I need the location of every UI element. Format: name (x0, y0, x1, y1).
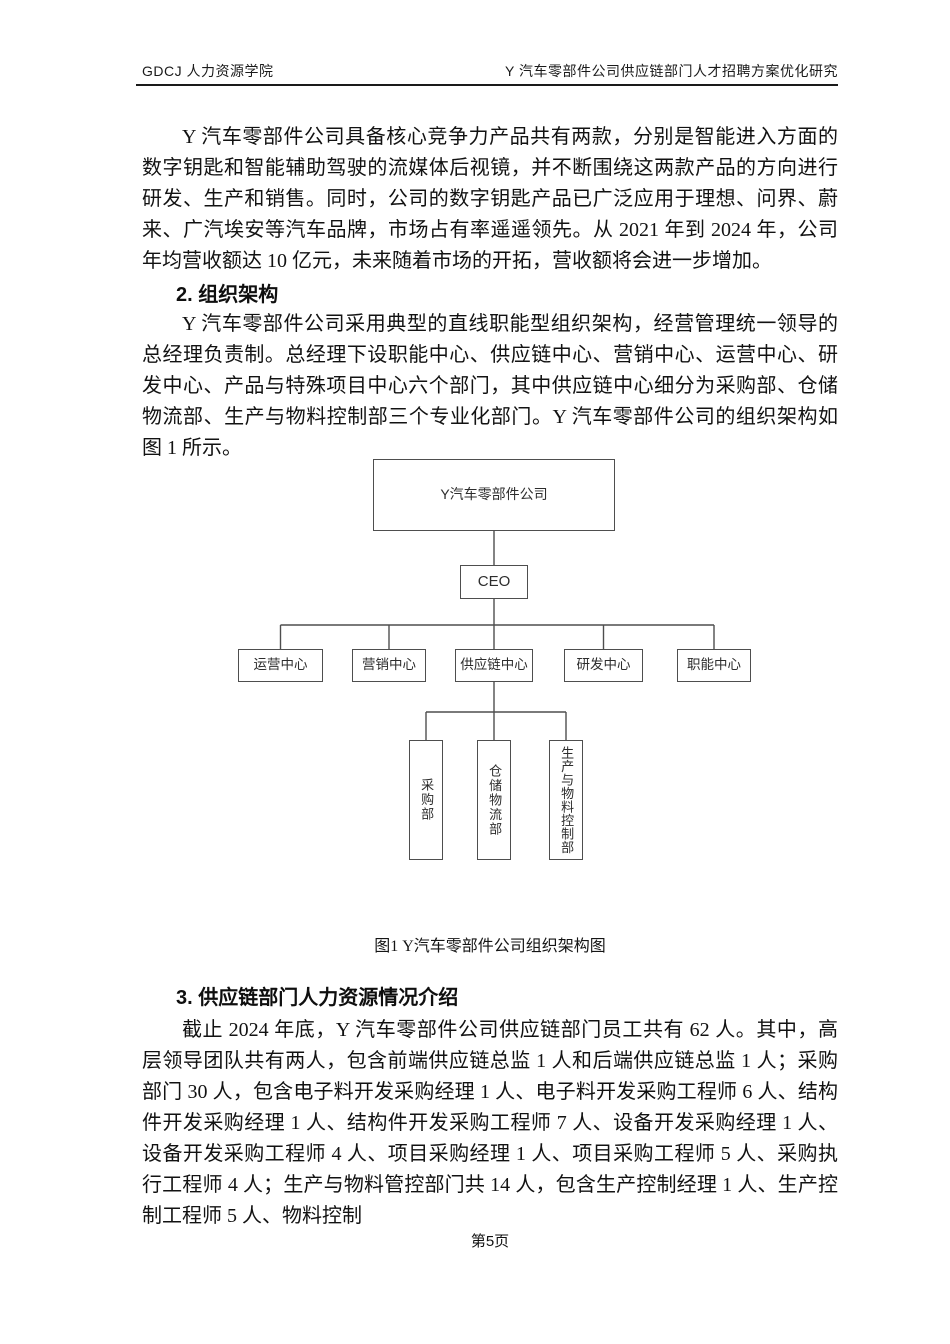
section-3-paragraph: 截止 2024 年底，Y 汽车零部件公司供应链部门员工共有 62 人。其中，高层… (142, 1019, 838, 1227)
page-footer: 第5页 (142, 1230, 838, 1251)
org-node-function-center: 职能中心 (677, 649, 751, 682)
org-node-operations-center: 运营中心 (238, 649, 323, 682)
header-paper-title: Y 汽车零部件公司供应链部门人才招聘方案优化研究 (505, 63, 838, 79)
org-node-warehouse-logistics-dept: 仓储物流部 (477, 740, 511, 860)
section-3-heading: 3. 供应链部门人力资源情况介绍 (176, 987, 459, 1009)
header-rule (136, 84, 838, 86)
intro-paragraph: Y 汽车零部件公司具备核心竞争力产品共有两款，分别是智能进入方面的数字钥匙和智能… (142, 126, 838, 272)
figure-1-caption: 图1 Y汽车零部件公司组织架构图 (374, 938, 606, 955)
page-header: GDCJ 人力资源学院 Y 汽车零部件公司供应链部门人才招聘方案优化研究 (142, 61, 838, 81)
org-node-rd-center: 研发中心 (564, 649, 643, 682)
org-node-company: Y汽车零部件公司 (373, 459, 615, 531)
section-2-paragraph: Y 汽车零部件公司采用典型的直线职能型组织架构，经营管理统一领导的总经理负责制。… (142, 313, 838, 459)
org-node-purchasing-dept: 采购部 (409, 740, 443, 860)
org-chart-figure: Y汽车零部件公司 CEO 运营中心 营销中心 供应链中心 研发中心 职能中心 采… (230, 455, 760, 865)
page-number: 第5页 (470, 1233, 510, 1250)
org-chart-connectors (279, 531, 715, 740)
org-node-marketing-center: 营销中心 (352, 649, 426, 682)
org-node-ceo: CEO (460, 565, 528, 599)
section-2-heading: 2. 组织架构 (176, 284, 279, 306)
org-node-production-material-control-dept: 生产与物料控制部 (549, 740, 583, 860)
header-school-name: GDCJ 人力资源学院 (142, 63, 274, 79)
org-node-supply-chain-center: 供应链中心 (455, 649, 533, 682)
